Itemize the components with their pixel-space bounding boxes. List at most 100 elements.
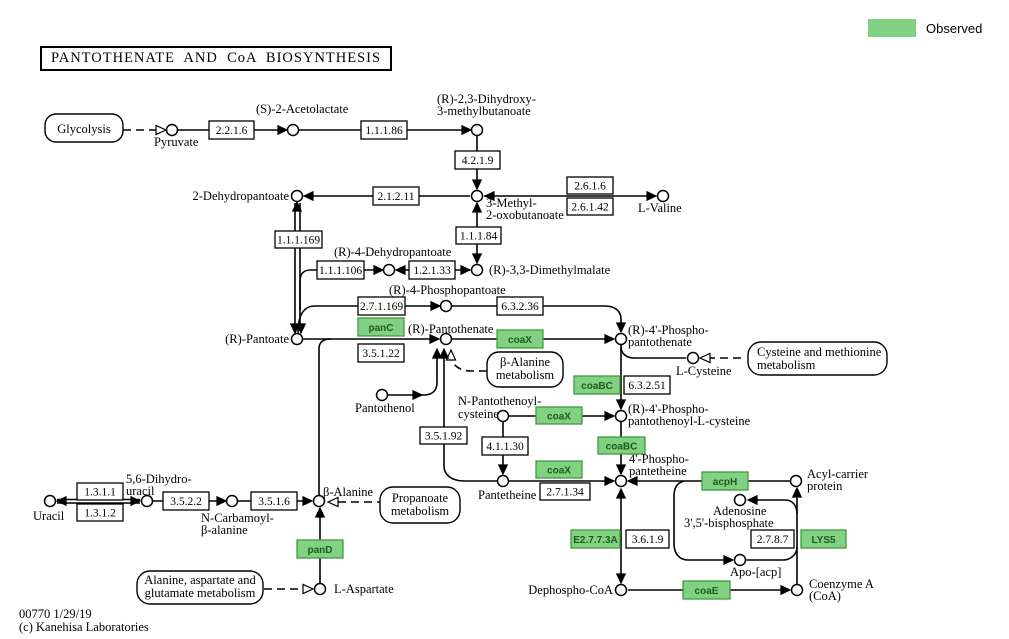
enzyme-coaBC-25[interactable]: coaBC [573,375,621,395]
enzyme-box[interactable] [162,491,210,511]
compound-pyruvate[interactable]: Pyruvate [154,123,199,150]
enzyme-2.7.1.169-10[interactable]: 2.7.1.169 [357,296,406,316]
enzyme-E2.7.7.3A-30[interactable]: E2.7.7.3A [570,529,621,549]
enzyme-6.3.2.51-13[interactable]: 6.3.2.51 [623,375,671,395]
enzyme-panC-23[interactable]: panC [357,317,405,337]
compound-circle[interactable] [290,332,304,346]
compound-4-phospho-pantetheine[interactable]: 4'-Phospho-pantetheine [614,452,689,488]
compound-apo-acp[interactable]: Apo-[acp] [730,553,781,580]
compound-pantothenol[interactable]: Pantothenol [355,388,415,416]
compound-r-4-phosphopantoate[interactable]: (R)-4-Phosphopantoate [389,283,506,313]
enzyme-box[interactable] [566,176,614,195]
compound-circle[interactable] [790,583,804,597]
compound-circle[interactable] [614,474,628,488]
enzyme-box[interactable] [250,491,298,511]
enzyme-box[interactable] [357,343,405,363]
gene-box[interactable] [701,471,749,491]
map-glycolysis[interactable]: Glycolysis [44,113,124,143]
compound-circle[interactable] [656,189,670,203]
map-box[interactable] [747,341,888,376]
enzyme-4.1.1.30-15[interactable]: 4.1.1.30 [481,436,529,456]
enzyme-2.6.1.6-4[interactable]: 2.6.1.6 [566,176,614,195]
compound-r-23-dihydroxy-3-methylbutanoate[interactable]: (R)-2,3-Dihydroxy-3-methylbutanoate [437,92,536,137]
gene-box[interactable] [597,436,646,455]
compound-n-pantothenoyl-cysteine[interactable]: N-Pantothenoyl-cysteine [458,394,541,423]
enzyme-3.6.1.9-17[interactable]: 3.6.1.9 [625,529,670,549]
compound-r-4-phospho-pantothenate[interactable]: (R)-4'-Phospho-pantothenate [614,323,709,349]
enzyme-box[interactable] [76,503,124,522]
enzyme-box[interactable] [316,260,365,280]
map-box[interactable] [486,351,564,388]
enzyme-box[interactable] [455,226,502,245]
enzyme-3.5.1.92-14[interactable]: 3.5.1.92 [419,426,468,445]
compound-dephospho-coa[interactable]: Dephospho-CoA [528,583,628,597]
compound-l-cysteine[interactable]: L-Cysteine [676,351,732,379]
compound-circle[interactable] [496,474,510,488]
compound-uracil[interactable]: Uracil [33,494,65,524]
enzyme-box[interactable] [566,197,614,216]
compound-circle[interactable] [614,332,628,346]
compound-circle[interactable] [733,493,747,507]
compound-l-valine[interactable]: L-Valine [638,189,682,216]
enzyme-4.2.1.9-2[interactable]: 4.2.1.9 [454,150,501,170]
gene-box[interactable] [496,329,544,349]
compound-l-aspartate[interactable]: L-Aspartate [313,582,395,596]
enzyme-1.1.1.106-8[interactable]: 1.1.1.106 [316,260,365,280]
compound-circle[interactable] [470,263,484,277]
enzyme-box[interactable] [539,482,591,501]
gene-box[interactable] [570,529,621,549]
compound-coenzyme-a[interactable]: Coenzyme A(CoA) [790,577,874,603]
enzyme-panD-29[interactable]: panD [296,539,344,559]
compound-circle[interactable] [614,583,628,597]
compound-circle[interactable] [165,123,179,137]
compound-circle[interactable] [789,474,803,488]
gene-box[interactable] [573,375,621,395]
compound-r-4-dehydropantoate[interactable]: (R)-4-Dehydropantoate [334,245,452,277]
enzyme-coaX-26[interactable]: coaX [535,406,583,425]
enzyme-2.6.1.42-5[interactable]: 2.6.1.42 [566,197,614,216]
enzyme-box[interactable] [274,230,323,249]
enzyme-1.3.1.2-20[interactable]: 1.3.1.2 [76,503,124,522]
map-box[interactable] [379,486,461,524]
gene-box[interactable] [357,317,405,337]
enzyme-box[interactable] [481,436,529,456]
compound-2-dehydropantoate[interactable]: 2-Dehydropantoate [193,189,304,203]
gene-box[interactable] [682,580,731,600]
gene-box[interactable] [535,406,583,425]
enzyme-box[interactable] [750,529,795,549]
enzyme-acpH-32[interactable]: acpH [701,471,749,491]
enzyme-2.1.2.11-3[interactable]: 2.1.2.11 [372,186,420,206]
compound-beta-alanine[interactable]: β-Alanine [312,485,374,508]
enzyme-coaE-33[interactable]: coaE [682,580,731,600]
enzyme-box[interactable] [372,186,420,206]
map-box[interactable] [44,113,124,143]
compound-r-pantothenate[interactable]: (R)-Pantothenate [408,322,494,346]
compound-circle[interactable] [140,494,154,508]
enzyme-box[interactable] [454,150,501,170]
compound-circle[interactable] [470,123,484,137]
compound-n-carbamoyl-beta-alanine[interactable]: N-Carbamoyl-β-alanine [201,494,274,538]
compound-3-methyl-2-oxobutanoate[interactable]: 3-Methyl-2-oxobutanoate [470,189,565,223]
enzyme-3.5.2.2-21[interactable]: 3.5.2.2 [162,491,210,511]
enzyme-box[interactable] [496,296,544,316]
enzyme-box[interactable] [208,120,255,140]
compound-pantetheine[interactable]: Pantetheine [478,474,537,503]
gene-box[interactable] [535,460,583,479]
enzyme-box[interactable] [623,375,671,395]
compound-circle[interactable] [496,409,510,423]
enzyme-2.2.1.6-0[interactable]: 2.2.1.6 [208,120,255,140]
enzyme-box[interactable] [360,120,408,140]
compound-circle[interactable] [313,582,327,596]
compound-circle[interactable] [439,299,453,313]
enzyme-1.1.1.86-1[interactable]: 1.1.1.86 [360,120,408,140]
enzyme-1.1.1.84-6[interactable]: 1.1.1.84 [455,226,502,245]
compound-circle[interactable] [686,351,700,365]
enzyme-box[interactable] [408,260,456,280]
compound-circle[interactable] [290,189,304,203]
